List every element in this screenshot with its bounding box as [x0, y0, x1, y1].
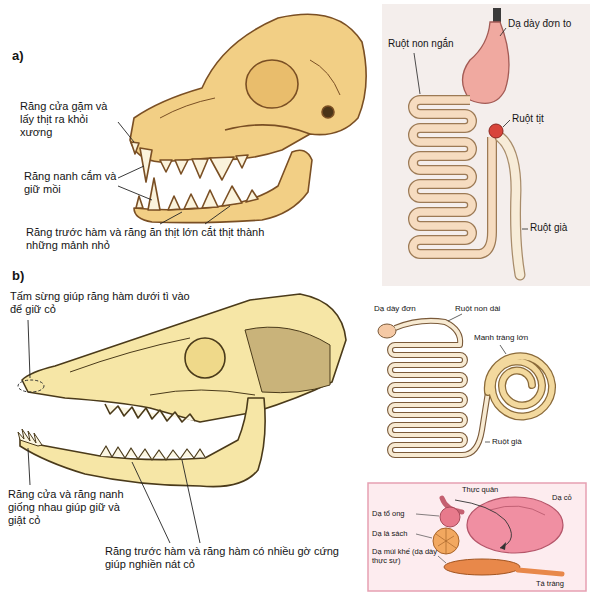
- horn-pad: [18, 380, 44, 392]
- organ-label: Tá tràng: [536, 580, 582, 589]
- lower-teeth: [136, 178, 258, 210]
- zygomatic-arch: [150, 390, 255, 395]
- nasal-line: [70, 338, 190, 372]
- food-path-arrow: [455, 500, 511, 548]
- organ-label: Ruột già: [492, 437, 552, 446]
- upper-teeth: [105, 404, 195, 422]
- cranium-shade: [245, 327, 330, 393]
- nasal-line: [160, 98, 215, 118]
- organ-label: Thực quản: [462, 486, 522, 495]
- duodenum: [518, 570, 562, 574]
- small-intestine-outline: [413, 100, 492, 254]
- small-intestine: [390, 321, 488, 455]
- eye-orbit: [185, 338, 225, 378]
- reticulum: [440, 507, 460, 527]
- organ-label: Dạ lá sách: [372, 530, 420, 539]
- small-intestine-outline: [390, 321, 488, 455]
- rumen: [467, 497, 563, 553]
- lower-jaw: [20, 398, 265, 487]
- organ-label: Ruột non ngắn: [388, 38, 474, 50]
- organ-label: Ruột già: [530, 222, 586, 234]
- tooth-label: Tấm sừng giúp răng hàm dưới tì vào để gi…: [10, 290, 192, 316]
- caecum: [488, 356, 552, 416]
- ear-hole: [322, 106, 334, 118]
- organ-label: Ruột non dài: [455, 304, 525, 313]
- leader-lines: [118, 122, 230, 224]
- lower-teeth: [100, 446, 205, 460]
- organ-label: Ruột tịt: [512, 113, 576, 125]
- organ-label: Dạ múi khế (dạ dày thực sự): [372, 548, 442, 566]
- arrow-head: [500, 542, 506, 550]
- suture-line: [310, 60, 340, 95]
- panel-background: [382, 4, 590, 286]
- large-intestine-outline: [500, 137, 520, 275]
- stomach: [378, 324, 396, 338]
- tooth-label: Răng cửa gặm và lấy thịt ra khỏi xương: [20, 100, 118, 139]
- organ-label: Dạ dày đơn to: [508, 18, 586, 30]
- abomasum: [444, 559, 520, 575]
- ruminant-stomach: [368, 483, 586, 591]
- panel-letter: b): [12, 268, 36, 283]
- skull-upper: [22, 294, 346, 422]
- organ-label: Dạ dày đơn: [374, 304, 434, 313]
- small-intestine: [413, 100, 492, 254]
- stomach: [463, 22, 510, 103]
- upper-teeth: [131, 142, 248, 182]
- caecum-outline: [488, 356, 552, 416]
- zygomatic-arch: [225, 125, 310, 134]
- large-intestine: [500, 137, 520, 275]
- tooth-label: Răng nanh cắm và giữ mồi: [24, 170, 118, 196]
- omasum-leaves: [436, 528, 456, 554]
- cow-skull: [18, 294, 346, 487]
- panel-letter: a): [12, 48, 36, 63]
- tooth-label: Răng trước hàm và răng hàm có nhiều gờ c…: [105, 545, 357, 571]
- leader-lines: [414, 28, 528, 229]
- dog-skull: [130, 14, 366, 222]
- inset-frame: [368, 483, 586, 591]
- caecum: [489, 124, 503, 138]
- skull-upper: [130, 14, 366, 162]
- tooth-label: Răng trước hàm và răng ăn thịt lớn cắt t…: [26, 226, 271, 252]
- organ-label: Dạ tổ ong: [372, 510, 420, 519]
- esophagus: [493, 8, 501, 23]
- lower-incisors: [18, 429, 42, 446]
- tooth-label: Răng cửa và răng nanh giống nhau giúp gi…: [8, 488, 130, 527]
- lower-jaw: [134, 150, 312, 222]
- eye-orbit: [246, 60, 298, 108]
- rumen-fold: [490, 506, 545, 515]
- organ-label: Manh tràng lớn: [474, 333, 554, 342]
- organ-label: Dạ cỏ: [552, 494, 584, 503]
